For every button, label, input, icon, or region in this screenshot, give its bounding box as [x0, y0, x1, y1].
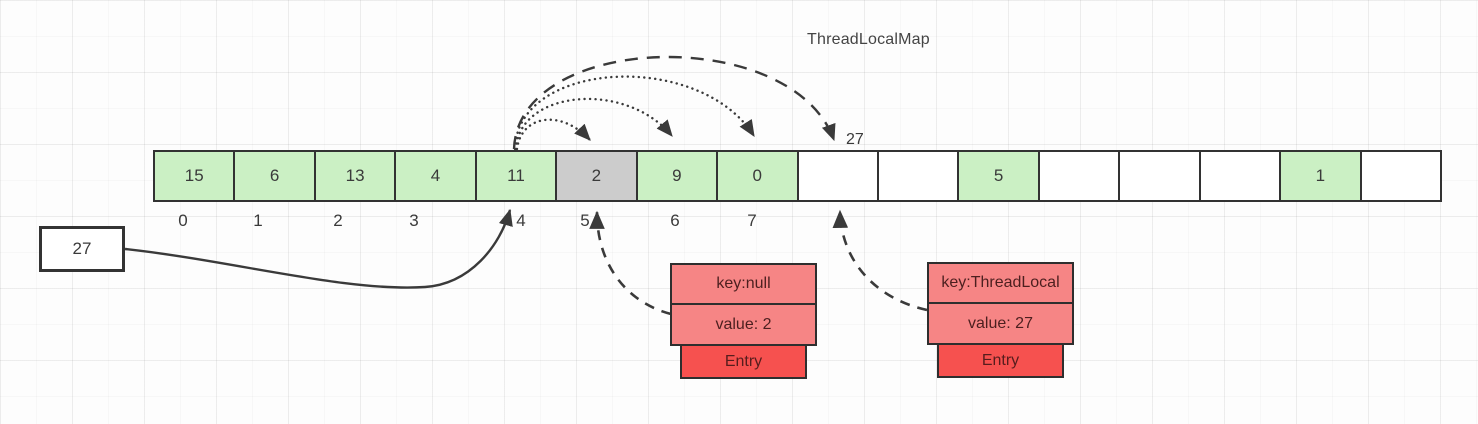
index-label-2: 2 — [333, 211, 343, 230]
entry-null-to-cell5-arrow — [589, 210, 672, 316]
index-label-3: 3 — [409, 211, 419, 230]
array-cell-value: 6 — [269, 166, 280, 185]
array-cell-11 — [1037, 150, 1121, 202]
entry-card-threadlocal-key: key:ThreadLocal value: 27 Entry — [927, 262, 1074, 378]
index-label-7: 7 — [747, 211, 757, 230]
entry-threadlocal-to-cell8-arrow — [832, 209, 928, 312]
array-cell-value: 1 — [1315, 166, 1326, 185]
array-cell-value: 9 — [672, 166, 682, 185]
page-title: ThreadLocalMap — [807, 31, 930, 48]
index-label-0: 0 — [178, 211, 188, 230]
entry-footer: Entry — [937, 343, 1064, 378]
array-cell-4: 11 — [474, 150, 558, 202]
array-cell-7: 0 — [716, 150, 799, 202]
array-cell-0: 15 — [153, 150, 236, 202]
probe-arc-3 — [513, 75, 756, 151]
value-ref-label: 27 — [72, 239, 92, 258]
array-cell-value: 15 — [184, 166, 204, 185]
entry-value-row: value: 27 — [927, 302, 1074, 345]
array-cell-12 — [1118, 150, 1201, 202]
array-cell-5: 2 — [555, 150, 638, 202]
index-label-6: 6 — [670, 211, 680, 230]
array-cell-3: 4 — [394, 150, 477, 202]
array-cell-13 — [1198, 150, 1282, 202]
array-cell-value: 13 — [345, 166, 365, 185]
array-cell-value: 11 — [507, 166, 525, 185]
array-cell-8 — [796, 150, 879, 202]
array-cell-value: 4 — [430, 166, 441, 185]
entry-card-null-key: key:null value: 2 Entry — [670, 263, 817, 379]
threadlocalmap-array: 15 6 13 4 11 2 9 0 5 1 — [153, 150, 1442, 202]
array-cell-15 — [1359, 150, 1442, 202]
array-cell-value: 2 — [591, 166, 602, 185]
entry-value-row: value: 2 — [670, 303, 817, 346]
probe-arc-insert — [512, 55, 836, 150]
probe-arc-1 — [515, 118, 592, 151]
array-cell-6: 9 — [635, 150, 719, 202]
array-cell-10: 5 — [957, 150, 1040, 202]
array-cell-value: 0 — [752, 166, 763, 185]
entry-footer: Entry — [680, 344, 807, 379]
value-ref-box: 27 — [39, 226, 125, 272]
probe-arc-2 — [514, 97, 674, 151]
insert-hash-label: 27 — [846, 131, 864, 148]
index-label-1: 1 — [253, 211, 263, 230]
entry-key-row: key:null — [670, 263, 817, 305]
array-cell-1: 6 — [233, 150, 316, 202]
index-label-5: 5 — [580, 211, 590, 230]
array-cell-9 — [876, 150, 960, 202]
array-cell-14: 1 — [1279, 150, 1362, 202]
array-cell-2: 13 — [313, 150, 397, 202]
index-label-4: 4 — [516, 211, 526, 230]
array-cell-value: 5 — [993, 166, 1004, 185]
entry-key-row: key:ThreadLocal — [927, 262, 1074, 304]
